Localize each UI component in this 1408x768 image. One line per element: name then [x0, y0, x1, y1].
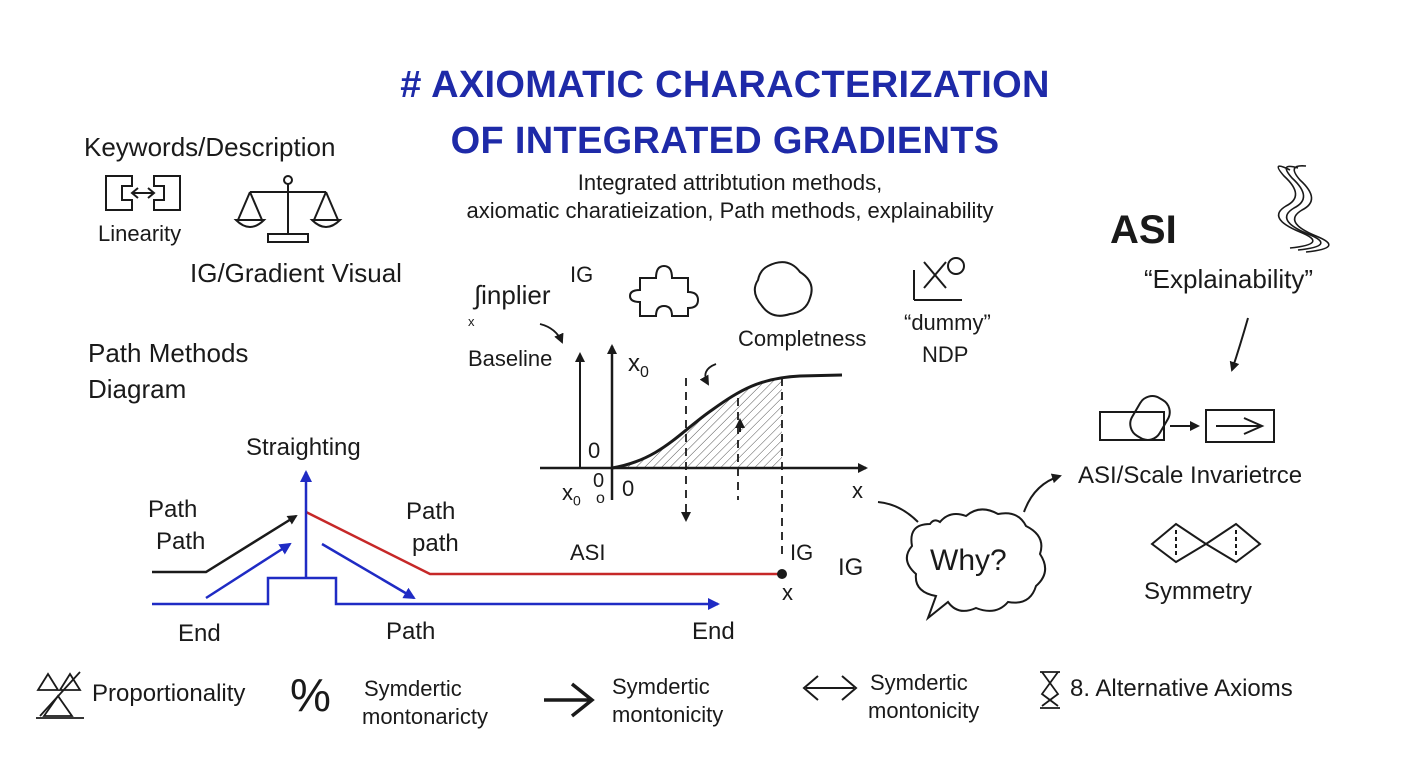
sym-mono-3-line-2: montonicity: [868, 698, 980, 723]
sym-mono-1-line-1: Symdertic: [364, 676, 462, 701]
straighting-label: Straighting: [246, 434, 361, 461]
alternative-axioms-label: 8. Alternative Axioms: [1070, 675, 1293, 702]
hourglass-icon: [1040, 671, 1060, 709]
arrow-right-icon: [544, 682, 595, 718]
zero-stack-label: 0: [593, 470, 605, 492]
title-line-1: # AXIOMATIC CHARACTERIZATION: [400, 64, 1050, 106]
subtitle-line-1: Integrated attribtution methods,: [577, 170, 883, 195]
end-left-label: End: [178, 620, 221, 647]
zero-axis-label: 0: [588, 438, 601, 463]
proportionality-label: Proportionality: [92, 680, 246, 707]
scale-invariance-icon: [1099, 395, 1275, 443]
why-speech-bubble: [877, 501, 1047, 622]
proportionality-icon: [36, 671, 84, 719]
ig-end-label: IG: [790, 540, 814, 565]
x0-top-x: x: [628, 350, 640, 377]
sym-mono-1-line-2: montonaricty: [362, 704, 488, 729]
zero-small-label: o: [596, 490, 605, 507]
path-bottom-label: Path: [386, 618, 436, 645]
subtitle-line-2: axiomatic charatieization, Path methods,…: [466, 198, 994, 223]
ndp-label: NDP: [922, 342, 969, 367]
ig-visual-label: IG/Gradient Visual: [190, 258, 402, 288]
sym-mono-2-line-2: montonicity: [612, 702, 724, 727]
x0-bottom-sub: 0: [573, 492, 581, 509]
explainability-arrow: [1229, 317, 1249, 372]
x0-top-label: x0: [628, 350, 649, 382]
sym-mono-3-line-1: Symdertic: [870, 670, 968, 695]
baseline-label: Baseline: [468, 346, 553, 371]
keywords-heading: Keywords/Description: [84, 132, 336, 162]
x0-top-sub: 0: [640, 363, 649, 381]
asi-path-label: ASI: [570, 540, 606, 565]
explainability-label: “Explainability”: [1144, 264, 1314, 294]
scales-icon: [233, 175, 343, 243]
dummy-label: “dummy”: [904, 310, 991, 335]
linearity-icon: [105, 175, 181, 211]
completeness-label: Completness: [738, 326, 867, 351]
x0-bottom-label: x0: [562, 480, 581, 508]
ig-graph-label: IG: [570, 262, 594, 287]
completeness-blob-icon: [753, 261, 813, 317]
scale-invariance-label: ASI/Scale Invarietrce: [1078, 462, 1303, 489]
x-axis-label: x: [852, 478, 863, 503]
double-arrow-icon: [802, 675, 858, 701]
symmetry-icon: [1150, 522, 1262, 564]
path-left-label-2: Path: [156, 528, 206, 555]
x0-bottom-x: x: [562, 480, 573, 505]
integral-label: ∫inplier: [474, 280, 551, 310]
why-to-asi-arrow: [1023, 473, 1062, 513]
title-line-2: OF INTEGRATED GRADIENTS: [450, 120, 1000, 162]
dummy-icon: [913, 257, 965, 301]
path-left-label-1: Path: [148, 496, 198, 523]
asi-heading: ASI: [1110, 208, 1177, 252]
path-methods-line-2: Diagram: [88, 374, 187, 404]
path-mid-label-1: Path: [406, 498, 456, 525]
why-label: Why?: [930, 544, 1007, 577]
end-right-label: End: [692, 618, 735, 645]
symmetry-label: Symmetry: [1144, 578, 1252, 605]
percent-icon: %: [290, 669, 331, 721]
ig-graph: [539, 323, 868, 560]
path-mid-label-2: path: [412, 530, 459, 557]
squiggle-icon: [1277, 164, 1330, 253]
puzzle-icon: [628, 264, 700, 317]
path-methods-line-1: Path Methods: [88, 338, 249, 368]
linearity-label: Linearity: [98, 221, 182, 246]
zero-right-label: 0: [622, 476, 635, 501]
x-end-label: x: [782, 580, 793, 605]
integral-sub-label: x: [468, 314, 475, 329]
path-diagram: [152, 470, 787, 610]
ig-right-label: IG: [838, 554, 864, 581]
sym-mono-2-line-1: Symdertic: [612, 674, 710, 699]
